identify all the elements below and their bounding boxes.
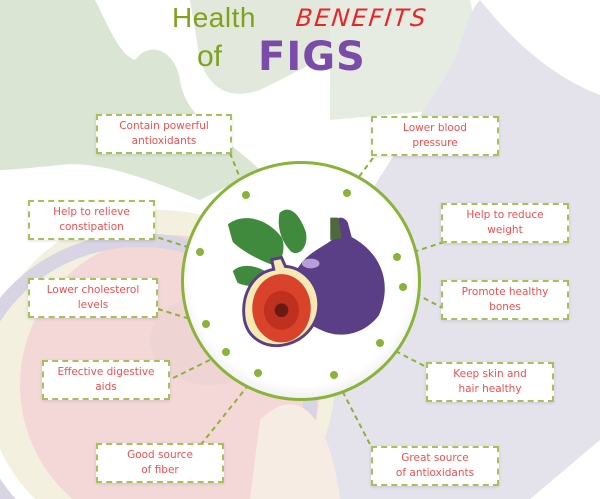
fig-illustration-icon: [227, 209, 385, 347]
title-of: of: [197, 40, 223, 73]
benefit-line2: constipation: [59, 221, 124, 233]
benefit-line2: of antioxidants: [395, 467, 475, 479]
benefit-line1: Keep skin and: [453, 368, 527, 380]
benefit-good-source-fiber: Good source of fiber: [96, 443, 224, 483]
center-circle: [181, 161, 421, 401]
benefit-line1: Effective digestive: [57, 366, 155, 378]
benefit-lower-blood-pressure: Lower blood pressure: [371, 116, 499, 156]
benefit-line1: Contain powerful: [119, 120, 209, 132]
benefit-healthy-bones: Promote healthy bones: [441, 280, 569, 320]
title-figs: FIGS: [258, 34, 366, 80]
benefit-reduce-weight: Help to reduce weight: [441, 203, 569, 243]
benefit-line1: Help to reduce: [466, 209, 544, 221]
benefit-line2: aids: [95, 381, 117, 393]
benefit-line2: pressure: [412, 137, 458, 149]
benefit-line2: levels: [77, 299, 109, 311]
benefit-line1: Great source: [401, 452, 469, 464]
title-health: Health: [172, 2, 256, 33]
benefit-contain-antioxidants: Contain powerful antioxidants: [96, 114, 232, 154]
benefit-line1: Help to relieve: [53, 206, 130, 218]
benefit-line2: weight: [487, 224, 523, 236]
benefit-skin-hair: Keep skin and hair healthy: [426, 362, 554, 402]
benefit-line1: Lower cholesterol: [46, 284, 140, 296]
benefit-lower-cholesterol: Lower cholesterol levels: [28, 278, 158, 318]
benefit-line2: of fiber: [141, 464, 179, 476]
benefit-line1: Promote healthy: [461, 286, 549, 298]
benefit-line2: antioxidants: [131, 135, 197, 147]
benefit-relieve-constipation: Help to relieve constipation: [28, 200, 155, 240]
benefit-line2: bones: [489, 301, 521, 313]
benefit-line1: Lower blood: [403, 122, 467, 134]
benefit-line2: hair healthy: [458, 383, 522, 395]
benefit-line1: Good source: [127, 449, 193, 461]
benefit-great-antioxidants: Great source of antioxidants: [371, 446, 499, 486]
benefit-digestive-aids: Effective digestive aids: [42, 360, 170, 400]
